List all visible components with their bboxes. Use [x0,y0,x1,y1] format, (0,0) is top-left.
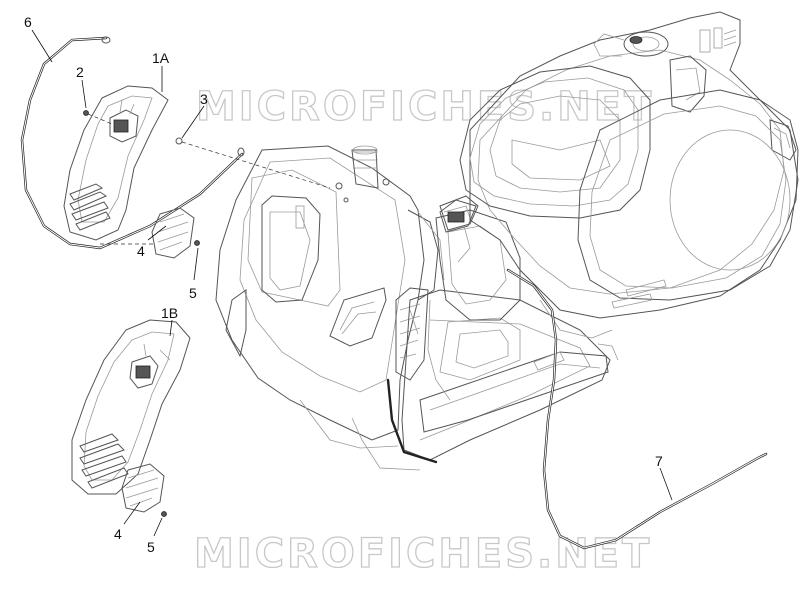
part-3-clip [175,137,331,189]
watermark-top: MICROFICHES.NET [196,84,654,130]
part-6-edge-seal [20,36,245,250]
callout-5-bottom: 5 [147,539,155,555]
callout-7: 7 [655,453,663,469]
part-4-grille-bottom [121,463,165,513]
part-2-screw [83,110,113,125]
part-5-screw-top [194,240,200,246]
callout-1a: 1A [152,50,170,66]
callout-5-top: 5 [189,285,197,301]
callout-1b: 1B [161,305,178,321]
part-1a-horn-cover [63,85,169,241]
leader-lines [31,29,673,537]
watermark-bottom: MICROFICHES.NET [194,531,652,577]
scooter-body [215,11,799,471]
part-7-edge-seal [506,268,768,550]
installed-edge-seal [386,378,438,464]
callout-6: 6 [24,14,32,30]
callout-2: 2 [76,64,84,80]
part-1b-horn-cover [71,319,191,495]
part-5-screw-bottom [161,511,167,517]
callout-4-bottom: 4 [114,526,122,542]
part-4-grille-top [100,207,195,259]
callout-4-top: 4 [137,243,145,259]
callout-3: 3 [200,91,208,107]
